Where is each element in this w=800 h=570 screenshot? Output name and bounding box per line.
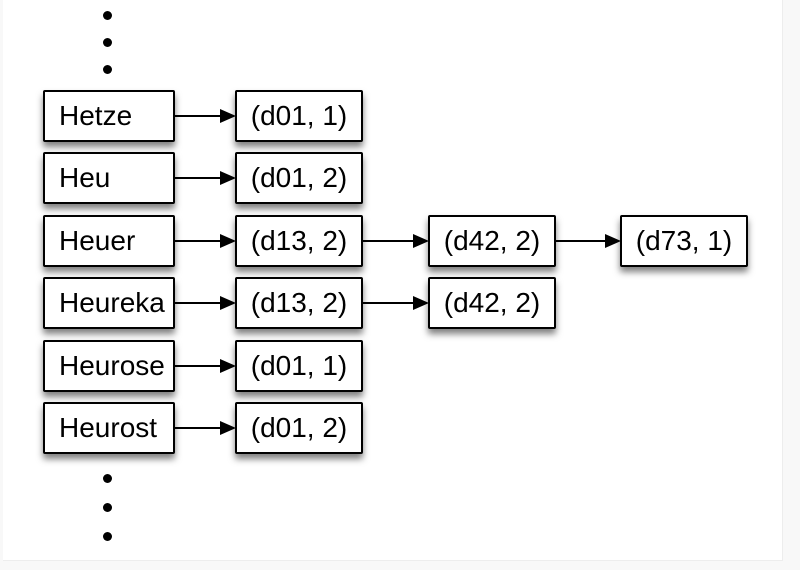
ellipsis-dot — [103, 11, 112, 20]
arrow-right-icon — [174, 171, 236, 185]
term-label: Heu — [59, 162, 111, 193]
posting-box: (d42, 2) — [428, 215, 556, 267]
term-label: Hetze — [59, 100, 133, 131]
term-box-heu: Heu — [43, 152, 175, 204]
arrow-right-icon — [362, 296, 429, 310]
ellipsis-dot — [103, 503, 112, 512]
posting-label: (d01, 2) — [250, 412, 348, 443]
arrow-right-icon — [174, 421, 236, 435]
term-box-heurost: Heurost — [43, 402, 175, 454]
posting-label: (d13, 2) — [250, 287, 348, 318]
ellipsis-dot — [103, 474, 112, 483]
term-label: Heurost — [59, 412, 158, 443]
arrow-right-icon — [174, 109, 236, 123]
term-box-heurose: Heurose — [43, 340, 175, 392]
posting-label: (d01, 2) — [250, 162, 348, 193]
posting-label: (d73, 1) — [635, 225, 733, 256]
posting-label: (d01, 1) — [250, 100, 348, 131]
arrow-right-icon — [174, 234, 236, 248]
posting-box: (d01, 1) — [235, 340, 363, 392]
ellipsis-dot — [103, 65, 112, 74]
posting-label: (d42, 2) — [443, 287, 541, 318]
posting-box: (d01, 2) — [235, 402, 363, 454]
ellipsis-dot — [103, 38, 112, 47]
posting-box: (d73, 1) — [620, 215, 748, 267]
posting-label: (d42, 2) — [443, 225, 541, 256]
posting-box: (d01, 1) — [235, 90, 363, 142]
slide-page: Hetze (d01, 1) Heu (d01, 2) Heuer (d13, … — [3, 0, 783, 561]
term-label: Heureka — [59, 287, 165, 318]
vertical-ellipsis-bottom-icon — [103, 474, 112, 541]
arrow-right-icon — [174, 359, 236, 373]
term-box-heureka: Heureka — [43, 277, 175, 329]
arrow-right-icon — [362, 234, 429, 248]
posting-box: (d13, 2) — [235, 277, 363, 329]
term-box-heuer: Heuer — [43, 215, 175, 267]
term-box-hetze: Hetze — [43, 90, 175, 142]
arrow-right-icon — [555, 234, 621, 248]
term-label: Heuer — [59, 225, 136, 256]
posting-box: (d42, 2) — [428, 277, 556, 329]
posting-box: (d13, 2) — [235, 215, 363, 267]
posting-label: (d13, 2) — [250, 225, 348, 256]
ellipsis-dot — [103, 532, 112, 541]
vertical-ellipsis-top-icon — [103, 11, 112, 74]
term-label: Heurose — [59, 350, 165, 381]
inverted-index-diagram: Hetze (d01, 1) Heu (d01, 2) Heuer (d13, … — [3, 0, 782, 560]
arrow-right-icon — [174, 296, 236, 310]
posting-label: (d01, 1) — [250, 350, 348, 381]
posting-box: (d01, 2) — [235, 152, 363, 204]
